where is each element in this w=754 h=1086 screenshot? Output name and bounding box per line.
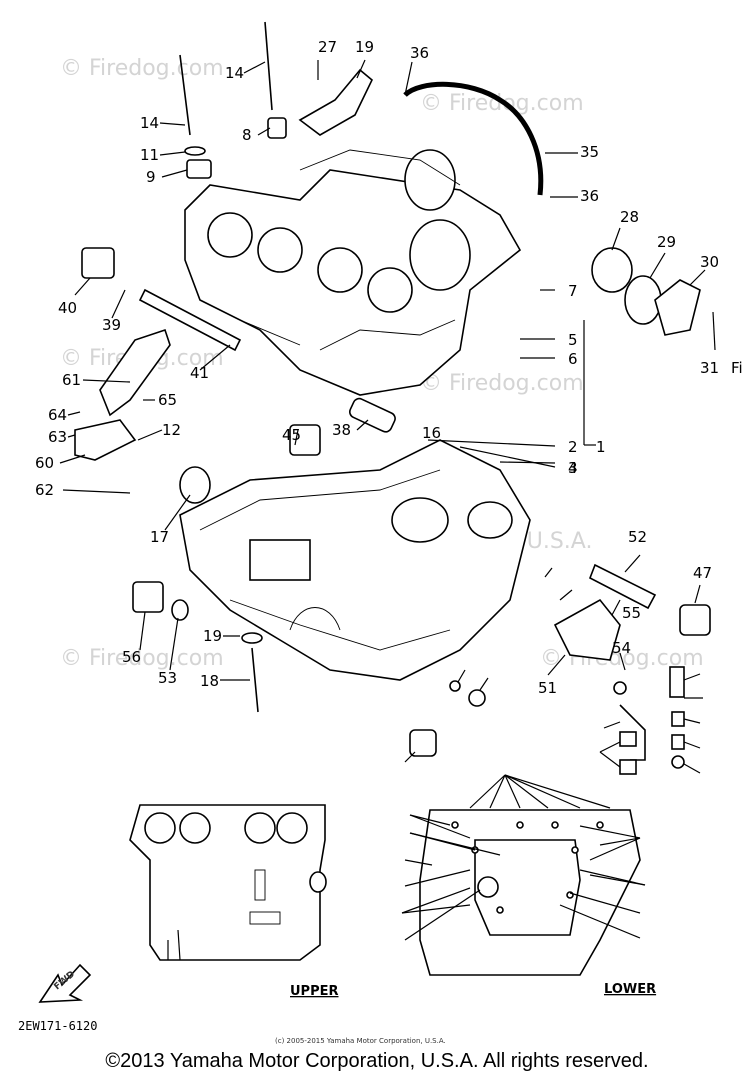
callout: 18 <box>200 672 219 690</box>
watermark: © Firedog.com <box>60 646 224 671</box>
fig-prefix: Fi <box>731 359 743 377</box>
plug-39 <box>81 247 115 279</box>
callout: 35 <box>580 143 599 161</box>
fitting-52 <box>669 666 685 698</box>
watermark: © Firedog.com <box>60 56 224 81</box>
callout: 12 <box>162 421 181 439</box>
callout: 45 <box>282 426 301 444</box>
washer-48 <box>613 681 627 695</box>
callout: 36 <box>410 44 429 62</box>
part-code: 2EW171-6120 <box>18 1019 97 1033</box>
callout: 28 <box>620 208 639 226</box>
pipe-37 <box>349 397 396 433</box>
panel-upper-label: UPPER <box>290 984 339 999</box>
callout: 30 <box>700 253 719 271</box>
pipe-40 <box>138 288 242 352</box>
callout: 2 <box>568 438 578 456</box>
bracket-57 <box>74 419 137 461</box>
callout: 47 <box>693 564 712 582</box>
callout: 40 <box>58 299 77 317</box>
seal-29 <box>591 247 633 293</box>
callout: 27 <box>318 38 337 56</box>
callout: 55 <box>622 604 641 622</box>
pipe-45 <box>588 563 657 610</box>
bolt-18 <box>251 647 259 713</box>
callout: 60 <box>35 454 54 472</box>
callout: 39 <box>102 316 121 334</box>
plug-43 <box>132 581 164 613</box>
callout: 61 <box>62 371 81 389</box>
callout: 52 <box>628 528 647 546</box>
callout: 14 <box>140 114 159 132</box>
parts <box>74 21 711 775</box>
callout: 4 <box>568 459 578 477</box>
washer-42 <box>171 599 189 621</box>
leader-lines <box>59 59 716 774</box>
fitting-53 <box>671 711 685 727</box>
fwd-arrow: FWD <box>38 963 92 1003</box>
callout: 9 <box>146 168 156 186</box>
plug-44-right <box>679 604 711 636</box>
callout: 7 <box>568 282 578 300</box>
callout: 53 <box>158 669 177 687</box>
callout: 56 <box>122 648 141 666</box>
upper-bolt-view <box>129 804 327 961</box>
arm-58 <box>99 328 171 417</box>
callout: 14 <box>225 64 244 82</box>
washer-51 <box>619 759 637 775</box>
plate-31 <box>654 279 701 336</box>
callout: 65 <box>158 391 177 409</box>
dowel-9 <box>186 159 212 179</box>
stud-14 <box>264 21 273 111</box>
hose-33 <box>403 81 544 196</box>
callout: 54 <box>612 639 631 657</box>
seal-17 <box>179 466 211 504</box>
upper-crankcase <box>184 149 522 396</box>
callout: 41 <box>190 364 209 382</box>
o-ring-36 <box>449 680 461 692</box>
fitting-55 <box>671 755 685 769</box>
plug-41 <box>409 729 437 757</box>
callout: 62 <box>35 481 54 499</box>
callout: 36 <box>580 187 599 205</box>
callout: 17 <box>150 528 169 546</box>
bracket-46 <box>553 598 621 661</box>
bolt-35 <box>468 689 486 707</box>
lower-crankcase <box>179 439 531 681</box>
small-copyright: (c) 2005-2015 Yamaha Motor Corporation, … <box>275 1037 446 1045</box>
callout: 63 <box>48 428 67 446</box>
fitting-54 <box>671 734 685 750</box>
callout: 5 <box>568 331 578 349</box>
callout: 19 <box>355 38 374 56</box>
callout: 38 <box>332 421 351 439</box>
lower-bolt-view <box>401 774 646 976</box>
callout: 1 <box>596 438 606 456</box>
callout: 19 <box>203 627 222 645</box>
callout: 11 <box>140 146 159 164</box>
washer-19 <box>241 632 263 644</box>
callouts: 14 14 11 9 8 27 19 36 35 36 28 29 30 31 … <box>35 38 743 697</box>
o-ring-10 <box>184 146 206 156</box>
callout: 51 <box>538 679 557 697</box>
footer-copyright: ©2013 Yamaha Motor Corporation, U.S.A. A… <box>105 1050 649 1072</box>
callout: 16 <box>422 424 441 442</box>
callout: 64 <box>48 406 67 424</box>
dowel-8 <box>267 117 287 139</box>
callout: 8 <box>242 126 252 144</box>
callout: 31 <box>700 359 719 377</box>
watermark: © Firedog.com <box>420 371 584 396</box>
callout: 29 <box>657 233 676 251</box>
callout: 6 <box>568 350 578 368</box>
stud-11 <box>179 54 191 136</box>
callout: 3 <box>568 459 578 477</box>
bracket-27 <box>298 68 373 136</box>
panel-lower-label: LOWER <box>604 982 656 997</box>
washer-51 <box>619 731 637 747</box>
